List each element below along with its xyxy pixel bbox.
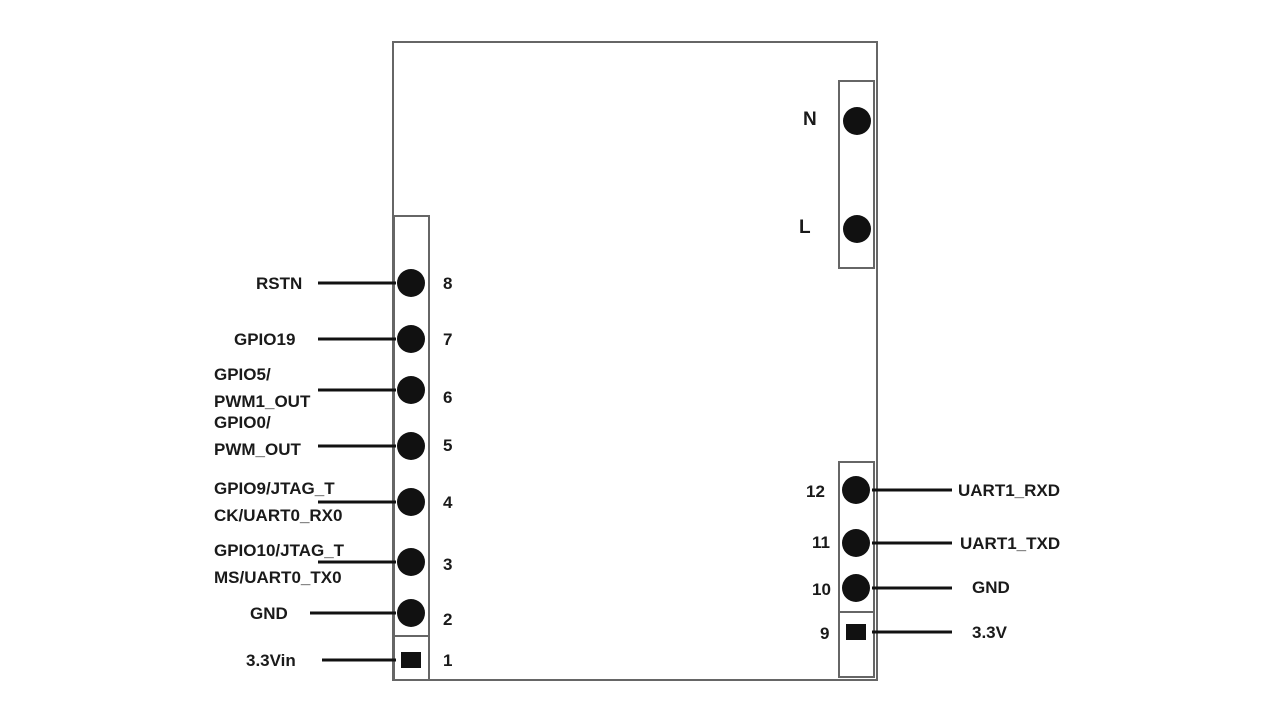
power-header-outline — [838, 80, 875, 269]
pin-4-number: 4 — [443, 493, 453, 512]
pin-5-pad — [397, 432, 425, 460]
module-outline — [392, 41, 878, 681]
pin-4-label: GPIO9/JTAG_T CK/UART0_RX0 — [214, 479, 343, 525]
pin-6-label: GPIO5/ PWM1_OUT — [214, 365, 311, 411]
pin-9-label: 3.3V — [972, 623, 1007, 642]
pin-11-number: 11 — [812, 533, 830, 552]
pin-7-number: 7 — [443, 330, 453, 349]
power-pin-n-pad — [843, 107, 871, 135]
pin-11-pad — [842, 529, 870, 557]
right-header-outline — [838, 461, 875, 678]
pin-1-number: 1 — [443, 651, 453, 670]
pin-3-number: 3 — [443, 555, 453, 574]
pin-9-pad — [846, 624, 866, 640]
pin-1-pad — [401, 652, 421, 668]
pin-3-label: GPIO10/JTAG_T MS/UART0_TX0 — [214, 541, 345, 587]
pin-6-number: 6 — [443, 388, 453, 407]
pin-10-number: 10 — [812, 580, 831, 599]
pin-10-label: GND — [972, 578, 1010, 597]
pin-6-pad — [397, 376, 425, 404]
pin-8-number: 8 — [443, 274, 453, 293]
pin-2-label: GND — [250, 604, 288, 623]
pin-11-label: UART1_TXD — [960, 534, 1061, 553]
left-header-outline — [393, 215, 430, 681]
pin-10-pad — [842, 574, 870, 602]
pin-12-number: 12 — [806, 482, 825, 501]
pin-2-number: 2 — [443, 610, 453, 629]
power-pin-l-label: L — [799, 217, 811, 238]
power-pin-n-label: N — [803, 109, 817, 130]
pin-4-pad — [397, 488, 425, 516]
pin-2-pad — [397, 599, 425, 627]
pin-5-label: GPIO0/ PWM_OUT — [214, 413, 301, 459]
power-pin-l-pad — [843, 215, 871, 243]
pin-7-pad — [397, 325, 425, 353]
pin-12-pad — [842, 476, 870, 504]
pin-5-number: 5 — [443, 436, 453, 455]
pin-12-label: UART1_RXD — [958, 481, 1061, 500]
pin-8-label: RSTN — [256, 274, 303, 293]
pin-9-number: 9 — [820, 624, 830, 643]
pin-1-label: 3.3Vin — [246, 651, 296, 670]
pin-3-pad — [397, 548, 425, 576]
pin-8-pad — [397, 269, 425, 297]
pin-7-label: GPIO19 — [234, 330, 296, 349]
